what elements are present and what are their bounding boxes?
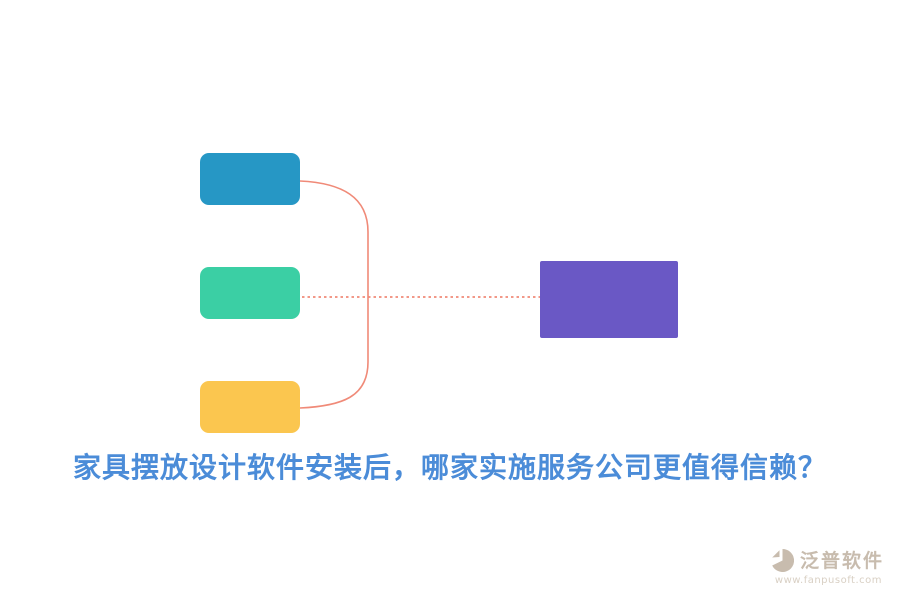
box-top — [200, 153, 300, 205]
fanpu-logo-icon — [772, 548, 794, 572]
logo-icon-sector — [772, 548, 794, 572]
logo-text: 泛普软件 — [799, 550, 884, 572]
logo-url: www.fanpusoft.com — [774, 575, 882, 586]
box-result — [540, 261, 678, 338]
bracket-connector — [299, 180, 369, 409]
box-bottom — [200, 381, 300, 433]
logo: 泛普软件 www.fanpusoft.com — [770, 546, 884, 586]
logo-icon-wedge — [772, 549, 780, 557]
box-middle — [200, 267, 300, 319]
caption-text: 家具摆放设计软件安装后，哪家实施服务公司更值得信赖？ — [72, 451, 827, 484]
logo-row: 泛普软件 — [770, 546, 884, 573]
